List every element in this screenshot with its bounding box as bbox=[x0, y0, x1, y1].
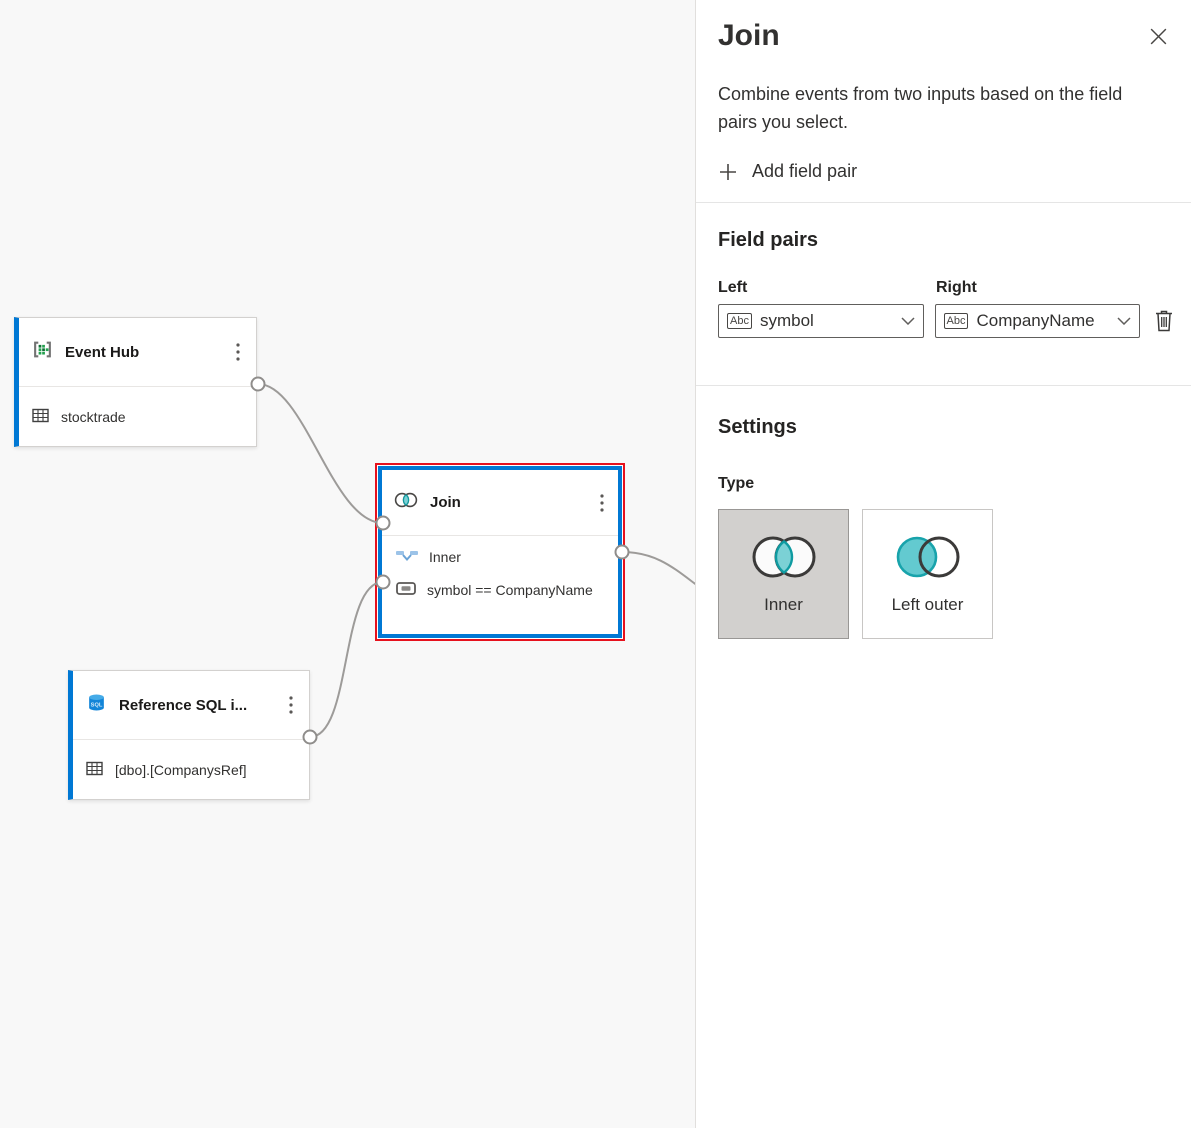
right-field-label: Right bbox=[936, 279, 977, 296]
add-field-pair-button[interactable]: Add field pair bbox=[718, 161, 857, 182]
diagram-canvas[interactable]: Event Hub stocktrade bbox=[0, 0, 695, 1128]
node-table-name: [dbo].[CompanysRef] bbox=[115, 761, 247, 778]
join-venn-icon bbox=[394, 492, 418, 513]
settings-heading: Settings bbox=[718, 416, 797, 438]
node-title: Join bbox=[430, 494, 461, 511]
plus-icon bbox=[720, 163, 736, 180]
right-field-value: CompanyName bbox=[976, 311, 1095, 330]
field-pairs-heading: Field pairs bbox=[718, 229, 819, 251]
join-type-inner-button[interactable]: Inner bbox=[718, 509, 849, 639]
join-condition-row: symbol == CompanyName bbox=[396, 582, 604, 598]
join-type-left-outer-button[interactable]: Left outer bbox=[862, 509, 993, 639]
string-type-icon: Abc bbox=[727, 313, 752, 329]
kebab-icon bbox=[289, 696, 293, 714]
join-type-option-label: Inner bbox=[764, 594, 803, 614]
type-label: Type bbox=[718, 475, 755, 492]
table-icon bbox=[86, 761, 103, 779]
chevron-down-icon bbox=[1117, 317, 1131, 325]
table-icon bbox=[32, 408, 49, 426]
inner-join-venn-icon bbox=[752, 536, 815, 577]
node-title: Reference SQL i... bbox=[119, 696, 248, 714]
event-hub-icon bbox=[32, 339, 53, 365]
divider bbox=[696, 385, 1191, 386]
node-reference-sql-header: SQL Reference SQL i... bbox=[73, 671, 309, 740]
node-event-hub[interactable]: Event Hub stocktrade bbox=[14, 317, 257, 447]
panel-description: Combine events from two inputs based on … bbox=[718, 84, 1123, 132]
join-condition-value: symbol == CompanyName bbox=[427, 582, 593, 598]
edge-refsql-to-join bbox=[309, 581, 384, 738]
left-outer-join-venn-icon bbox=[896, 536, 959, 577]
node-menu-button[interactable] bbox=[230, 339, 246, 365]
kebab-icon bbox=[600, 493, 604, 512]
field-pair-icon bbox=[396, 582, 416, 598]
node-table-row: stocktrade bbox=[19, 387, 256, 446]
node-join-header: Join bbox=[382, 470, 618, 536]
delete-field-pair-button[interactable] bbox=[1151, 307, 1177, 335]
edge-eventhub-to-join bbox=[257, 383, 384, 524]
right-field-dropdown[interactable]: Abc CompanyName bbox=[934, 304, 1140, 338]
left-field-label: Left bbox=[718, 279, 748, 296]
node-reference-sql[interactable]: SQL Reference SQL i... [dbo].[CompanysRe… bbox=[68, 670, 310, 800]
left-field-dropdown[interactable]: Abc symbol bbox=[718, 304, 924, 338]
inner-join-type-icon bbox=[396, 549, 418, 565]
node-table-row: [dbo].[CompanysRef] bbox=[73, 740, 309, 799]
left-field-value: symbol bbox=[759, 311, 814, 330]
sql-database-icon: SQL bbox=[86, 692, 107, 718]
node-menu-button[interactable] bbox=[594, 490, 610, 516]
node-join: Join Inner bbox=[378, 466, 622, 638]
join-type-option-label: Left outer bbox=[891, 594, 964, 614]
add-field-pair-label: Add field pair bbox=[752, 161, 858, 181]
close-icon bbox=[1150, 28, 1167, 45]
trash-icon bbox=[1156, 310, 1172, 332]
node-event-hub-header: Event Hub bbox=[19, 318, 256, 387]
kebab-icon bbox=[236, 343, 240, 361]
panel-title: Join bbox=[718, 19, 780, 52]
svg-text:SQL: SQL bbox=[91, 702, 103, 708]
node-title: Event Hub bbox=[65, 343, 140, 361]
close-panel-button[interactable] bbox=[1142, 20, 1175, 56]
chevron-down-icon bbox=[900, 317, 915, 325]
node-join-selected[interactable]: Join Inner bbox=[375, 463, 625, 641]
string-type-icon: Abc bbox=[943, 313, 969, 329]
edge-join-output bbox=[621, 551, 695, 586]
join-config-panel: Join Combine events from two inputs base… bbox=[695, 0, 1191, 1128]
node-menu-button[interactable] bbox=[283, 692, 299, 718]
join-type-row: Inner bbox=[396, 549, 604, 565]
node-table-name: stocktrade bbox=[61, 408, 126, 425]
node-join-body: Inner symbol == CompanyName bbox=[382, 536, 618, 611]
divider bbox=[696, 202, 1191, 203]
join-type-value: Inner bbox=[429, 549, 461, 565]
